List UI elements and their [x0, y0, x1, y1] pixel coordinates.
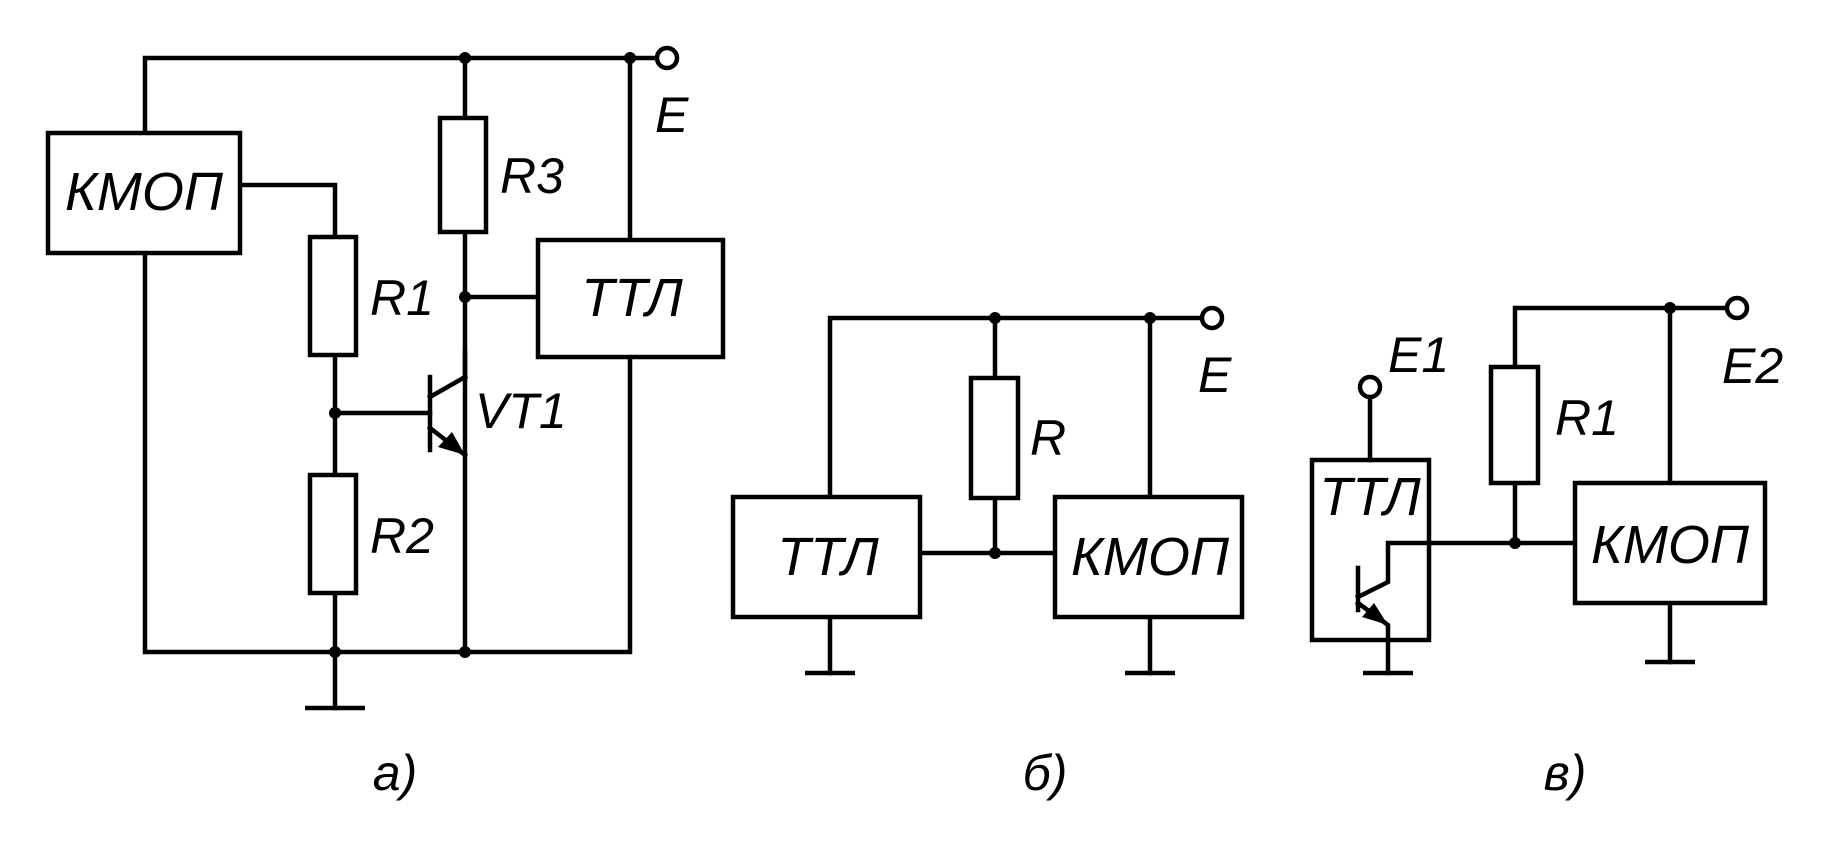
c-emitter-arrow: [1362, 603, 1388, 625]
b-e-label: E: [1198, 347, 1232, 403]
a-resistor-r2: [307, 472, 359, 596]
caption-c: в): [1544, 745, 1587, 801]
b-wires: [827, 315, 1208, 676]
c-e1-label: E1: [1388, 327, 1449, 383]
b-junction: [989, 547, 1001, 559]
b-junction: [1144, 312, 1156, 324]
c-cmos-label: КМОП: [1591, 515, 1750, 575]
c-junction: [1664, 302, 1676, 314]
a-junction: [459, 291, 471, 303]
a-junction: [459, 646, 471, 658]
a-vt1-label: VT1: [475, 383, 567, 439]
caption-a: а): [373, 745, 417, 801]
c-ttl-label: ТТЛ: [1319, 467, 1421, 527]
a-resistor-r1: [307, 234, 359, 358]
a-transistor-vt1: [426, 347, 469, 459]
b-r-label: R: [1030, 410, 1066, 466]
b-supply-terminal: [1199, 305, 1225, 331]
b-ttl-label: ТТЛ: [777, 527, 879, 587]
a-supply-terminal: [654, 45, 680, 71]
b-junction: [989, 312, 1001, 324]
c-junction: [1509, 537, 1521, 549]
b-cmos-block: [1052, 494, 1245, 620]
a-r3-label: R3: [500, 148, 564, 204]
a-ttl-block: [535, 237, 726, 360]
c-e2-terminal: [1724, 295, 1750, 321]
a-junction: [459, 52, 471, 64]
b-ttl-block: [730, 494, 923, 620]
a-resistor-r3: [437, 115, 489, 235]
c-e1-terminal: [1357, 374, 1383, 400]
c-r1-label: R1: [1555, 390, 1619, 446]
a-cmos-label: КМОП: [65, 162, 224, 222]
c-cmos-block: [1572, 480, 1768, 606]
circuit-c: ТТЛ КМОП R1 E1 E2 в): [1309, 295, 1783, 801]
a-e-label: E: [655, 87, 689, 143]
b-cmos-label: КМОП: [1071, 527, 1230, 587]
caption-b: б): [1023, 745, 1068, 801]
a-ttl-label: ТТЛ: [581, 268, 683, 328]
a-cmos-block: [45, 130, 243, 256]
c-e2-label: E2: [1722, 338, 1783, 394]
a-junction: [329, 646, 341, 658]
a-r1-label: R1: [370, 270, 434, 326]
c-resistor-r1: [1488, 364, 1541, 486]
a-r2-label: R2: [370, 508, 434, 564]
a-junction: [624, 52, 636, 64]
circuit-b: ТТЛ КМОП R E б): [730, 305, 1245, 801]
a-junction: [329, 407, 341, 419]
c-ttl-block: [1309, 457, 1432, 643]
circuit-a: КМОП ТТЛ R3 R1 R2 VT1 E а): [45, 45, 726, 801]
b-resistor-r: [968, 375, 1021, 501]
